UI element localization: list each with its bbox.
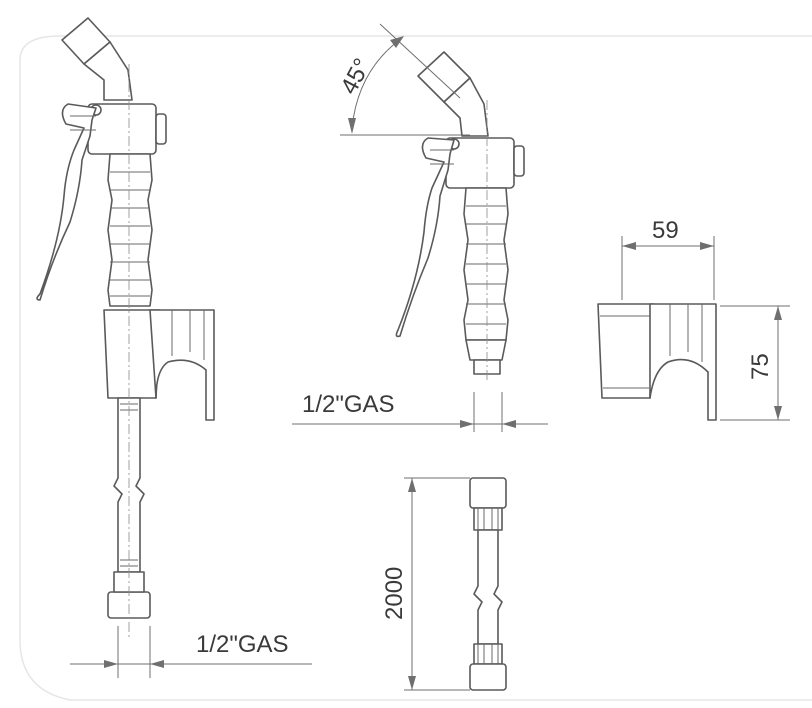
thread-dimension-bottom: 1/2"GAS xyxy=(70,626,312,678)
gun-side-knob xyxy=(513,145,525,177)
angle-label: 45° xyxy=(335,54,376,99)
handle-grip xyxy=(107,153,153,307)
gun-view xyxy=(395,51,525,380)
hose-view xyxy=(469,477,507,691)
page-frame xyxy=(19,35,812,701)
thread-label-right: 1/2"GAS xyxy=(302,391,395,418)
gun-nozzle-tip xyxy=(417,51,489,137)
bracket-cup xyxy=(597,303,655,399)
full-assembly-view xyxy=(36,17,215,640)
hose-top-nut xyxy=(469,477,507,509)
hose-length-label: 2000 xyxy=(381,567,408,620)
lever xyxy=(36,103,97,301)
gun-lever xyxy=(395,137,455,338)
side-knob xyxy=(155,113,167,145)
hose-bottom-nut xyxy=(469,663,507,691)
holder-with-bracket xyxy=(103,309,215,421)
hose-body xyxy=(473,529,503,645)
bracket-height-label: 75 xyxy=(747,353,774,380)
nozzle-tip xyxy=(61,17,133,101)
thread-label-bottom: 1/2"GAS xyxy=(196,631,289,658)
lever-pin xyxy=(70,115,96,131)
bracket-plate xyxy=(649,303,717,421)
bracket-width-dimension: 59 xyxy=(621,217,715,300)
hose-length-dimension: 2000 xyxy=(381,477,470,691)
thread-dimension-right: 1/2"GAS xyxy=(292,391,548,432)
bracket-width-label: 59 xyxy=(652,217,679,244)
bracket-height-dimension: 75 xyxy=(720,305,790,421)
gun-handle-grip xyxy=(463,187,509,375)
bracket-view xyxy=(597,303,717,421)
